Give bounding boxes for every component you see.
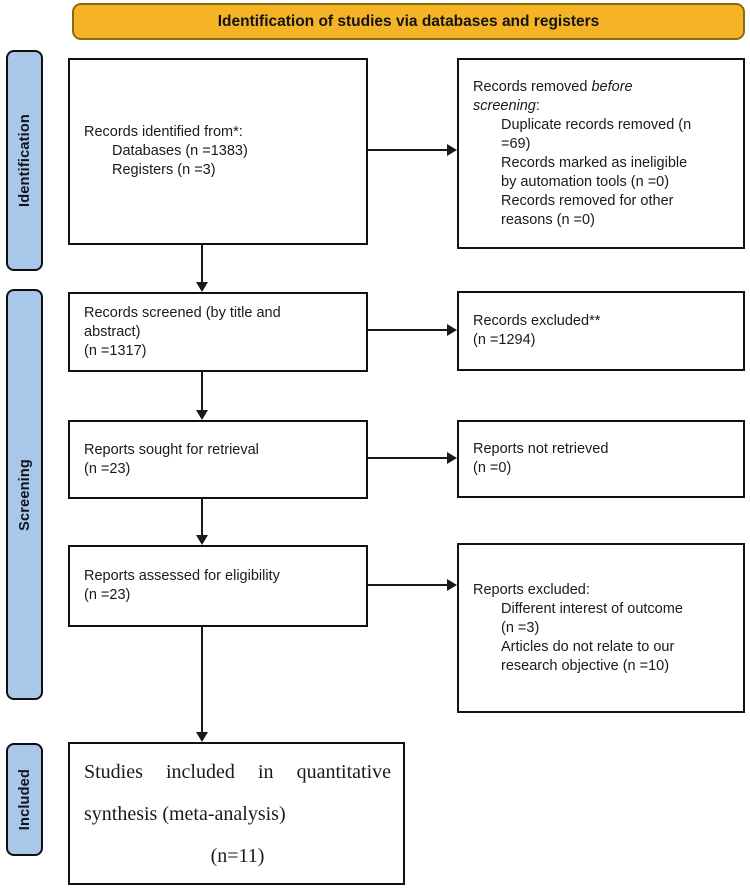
arrow-identified-to-removed [368, 144, 457, 156]
box-reports-excluded: Reports excluded:Different interest of o… [457, 543, 745, 713]
phase-label-included: Included [16, 768, 33, 831]
box-studies-included: Studies included in quantitative synthes… [68, 742, 405, 885]
arrow-assessed-to-included [196, 627, 208, 742]
banner-label: Identification of studies via databases … [217, 12, 600, 30]
phase-bar-identification: Identification [6, 50, 43, 271]
phase-bar-included: Included [6, 743, 43, 856]
box-reports-sought: Reports sought for retrieval(n =23) [68, 420, 368, 499]
arrow-screened-to-sought [196, 372, 208, 420]
arrow-identified-to-screened [196, 245, 208, 292]
arrow-sought-to-not-retrieved [368, 452, 457, 464]
phase-label-screening: Screening [16, 458, 33, 531]
phase-label-identification: Identification [16, 113, 33, 208]
arrow-sought-to-assessed [196, 499, 208, 545]
box-records-excluded: Records excluded**(n =1294) [457, 291, 745, 371]
banner-identification-of-studies: Identification of studies via databases … [72, 3, 745, 40]
arrow-screened-to-excluded [368, 324, 457, 336]
arrow-assessed-to-reports-excluded [368, 579, 457, 591]
box-reports-not-retrieved: Reports not retrieved(n =0) [457, 420, 745, 498]
box-reports-assessed: Reports assessed for eligibility(n =23) [68, 545, 368, 627]
box-records-identified: Records identified from*:Databases (n =1… [68, 58, 368, 245]
phase-bar-screening: Screening [6, 289, 43, 700]
